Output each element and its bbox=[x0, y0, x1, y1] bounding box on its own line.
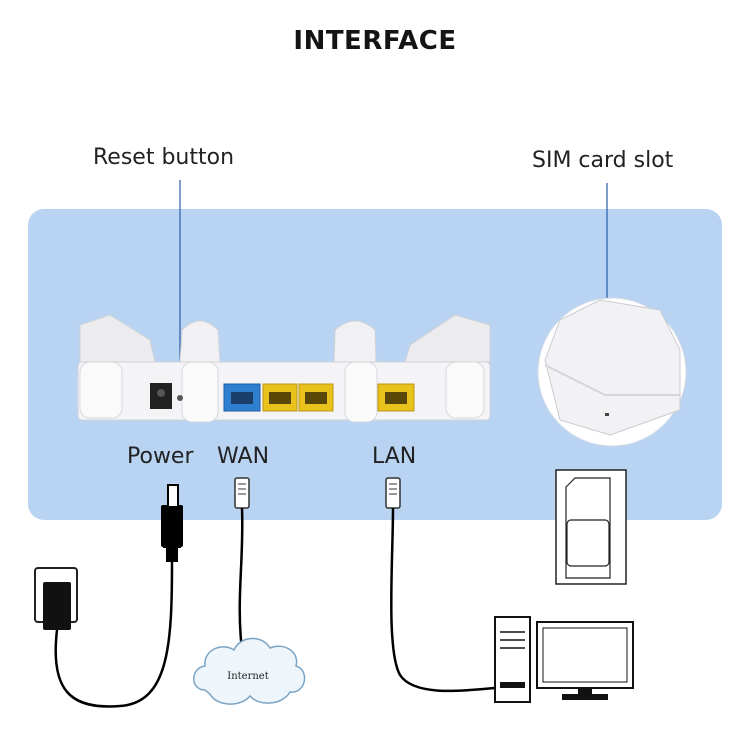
page-title: INTERFACE bbox=[293, 26, 457, 56]
wan-rj45-plug bbox=[234, 477, 250, 509]
antenna-tab bbox=[181, 361, 219, 423]
internet-label: Internet bbox=[227, 671, 268, 682]
antenna-right-inner bbox=[333, 320, 377, 363]
antenna-left-outer bbox=[79, 314, 156, 363]
antenna-right-outer bbox=[404, 314, 491, 363]
lan-rj45-plug bbox=[385, 477, 401, 509]
sim-slot-zoom-view bbox=[537, 297, 687, 447]
antenna-tab bbox=[445, 361, 485, 419]
reset-hole bbox=[177, 395, 183, 401]
pc-tower bbox=[494, 616, 531, 703]
wan-cable-to-internet bbox=[234, 477, 250, 651]
internet-cloud-icon: Internet bbox=[193, 637, 306, 705]
reset-button-label: Reset button bbox=[93, 145, 235, 170]
lan-cable-to-computer bbox=[385, 477, 496, 693]
wan-label: WAN bbox=[217, 444, 270, 469]
antenna-tab bbox=[79, 361, 123, 419]
antenna-left-inner bbox=[179, 320, 221, 363]
router-rear-view bbox=[77, 314, 491, 423]
computer-icon bbox=[494, 616, 634, 703]
lan-label: LAN bbox=[372, 444, 417, 469]
sim-slot-opening bbox=[605, 413, 609, 416]
power-cable bbox=[54, 559, 174, 708]
power-label: Power bbox=[127, 444, 194, 469]
sim-card-slot-label: SIM card slot bbox=[532, 148, 674, 173]
sim-card-icon bbox=[555, 469, 627, 585]
power-plug bbox=[161, 505, 183, 547]
power-adapter bbox=[34, 484, 183, 708]
antenna-tab bbox=[344, 361, 378, 423]
